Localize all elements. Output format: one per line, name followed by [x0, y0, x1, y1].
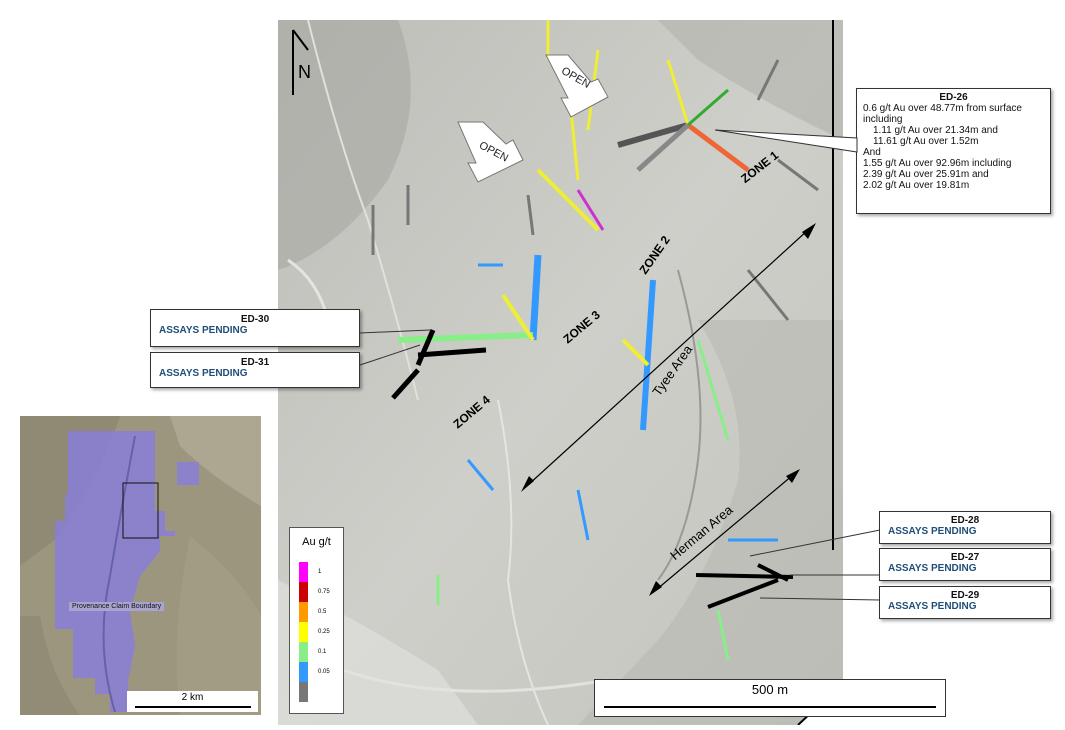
legend-label-4: 0.25 [318, 629, 330, 635]
inset-scalebar: 2 km [127, 691, 258, 712]
legend-swatch-7 [299, 682, 308, 702]
legend-swatch-5 [299, 642, 308, 662]
legend-swatch-2 [299, 582, 308, 602]
callout-ed26-line-7: 2.39 g/t Au over 25.91m and [863, 169, 989, 180]
callout-ed26-line-8: 2.02 g/t Au over 19.81m [863, 180, 970, 191]
open-arrow-2 [457, 121, 524, 183]
callout-ed26-line-6: 1.55 g/t Au over 92.96m including [863, 158, 1012, 169]
inset-scale-label: 2 km [181, 692, 204, 703]
callout-ed31: ED-31 ASSAYS PENDING [150, 352, 360, 388]
legend-swatch-1 [299, 562, 308, 582]
legend-entry: 0.1 [299, 642, 330, 662]
legend-label-1: 1 [318, 569, 322, 575]
legend-swatch-4 [299, 622, 308, 642]
inset-claim-label: Provenance Claim Boundary [69, 602, 165, 611]
callout-ed26-line-5: And [863, 147, 881, 158]
legend-entry: 0.5 [299, 602, 330, 622]
legend-entry: 1 [299, 562, 330, 582]
callout-ed26: ED-26 0.6 g/t Au over 48.77m from surfac… [856, 88, 1051, 214]
legend-swatch-6 [299, 662, 308, 682]
inset-map: Provenance Claim Boundary 2 km [20, 416, 261, 715]
callout-ed26-line-4: 11.61 g/t Au over 1.52m [873, 136, 979, 147]
au-legend: Au g/t 1 0.75 0.5 0.25 0.1 0.05 [289, 527, 344, 714]
callout-ed28-status: ASSAYS PENDING [888, 526, 977, 537]
callout-ed29: ED-29 ASSAYS PENDING [879, 586, 1051, 619]
legend-title: Au g/t [302, 536, 331, 548]
herman-area-arrow [649, 469, 800, 596]
callout-ed26-title: ED-26 [939, 92, 968, 103]
legend-entry: 0.05 [299, 662, 330, 682]
callout-ed29-status: ASSAYS PENDING [888, 601, 977, 612]
callout-ed31-status: ASSAYS PENDING [159, 368, 248, 379]
legend-label-3: 0.5 [318, 609, 327, 615]
callout-ed26-line-3: 1.11 g/t Au over 21.34m and [873, 125, 998, 136]
north-arrow-icon [292, 29, 309, 95]
legend-entry [299, 682, 330, 702]
callout-ed30-status: ASSAYS PENDING [159, 325, 248, 336]
legend-label-5: 0.1 [318, 649, 327, 655]
legend-entry: 0.25 [299, 622, 330, 642]
callout-ed27: ED-27 ASSAYS PENDING [879, 548, 1051, 581]
main-scale-line [604, 706, 936, 708]
callout-ed30: ED-30 ASSAYS PENDING [150, 309, 360, 347]
main-scale-label: 500 m [751, 682, 789, 697]
callout-ed26-line-2: including [863, 114, 903, 125]
north-label: N [298, 62, 311, 82]
callout-ed26-line-1: 0.6 g/t Au over 48.77m from surface [863, 103, 1022, 114]
open-arrow-1 [545, 54, 609, 118]
callout-ed30-title: ED-30 [240, 314, 270, 325]
callout-ed27-title: ED-27 [950, 552, 980, 563]
callout-ed27-status: ASSAYS PENDING [888, 563, 977, 574]
legend-label-2: 0.75 [318, 589, 330, 595]
tyee-area-arrow [521, 223, 816, 492]
callout-ed31-title: ED-31 [240, 357, 270, 368]
callout-ed29-title: ED-29 [950, 590, 980, 601]
legend-entry: 0.75 [299, 582, 330, 602]
inset-scale-line [135, 706, 251, 708]
main-scalebar: 500 m [594, 679, 946, 717]
inset-terrain [20, 416, 261, 715]
callout-ed28-title: ED-28 [950, 515, 980, 526]
legend-label-6: 0.05 [318, 669, 330, 675]
callout-ed28: ED-28 ASSAYS PENDING [879, 511, 1051, 544]
legend-swatch-3 [299, 602, 308, 622]
